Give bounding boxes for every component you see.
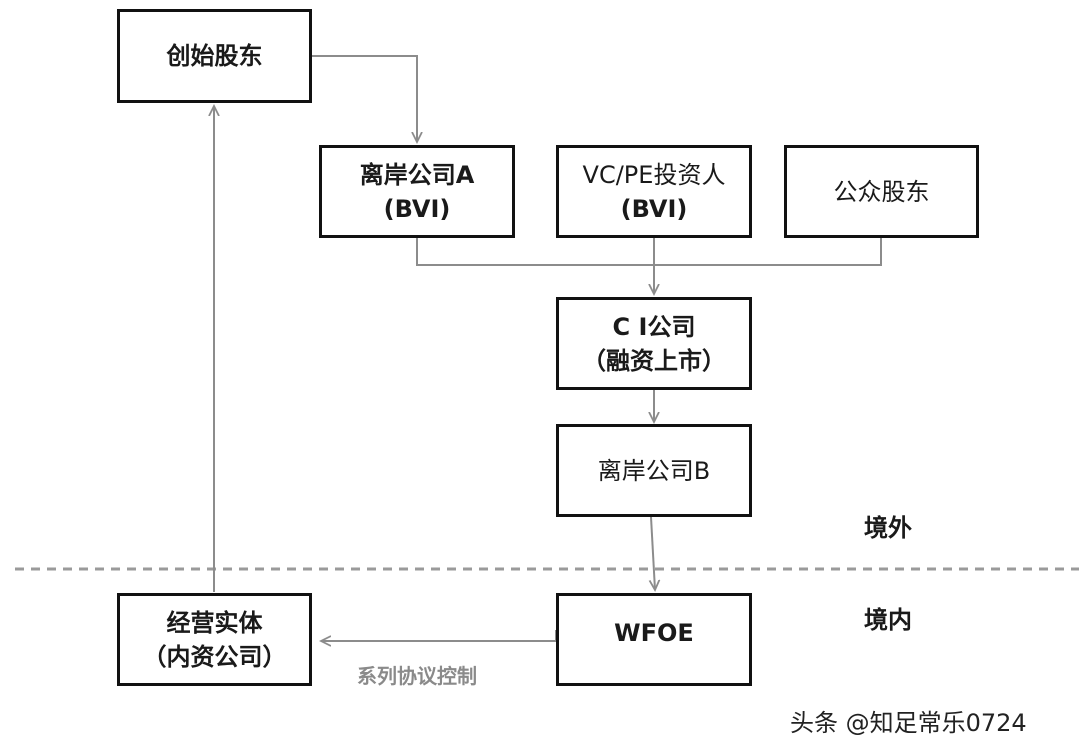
- node-founders: 创始股东: [117, 9, 312, 103]
- node-operating-entity: 经营实体 （内资公司）: [117, 593, 312, 686]
- node-ci-company: C I公司 （融资上市）: [556, 297, 752, 390]
- node-offshore-a-line2: (BVI): [383, 194, 451, 223]
- edge-label-contract-control: 系列协议控制: [357, 664, 477, 688]
- node-public-shareholders-label: 公众股东: [833, 177, 930, 206]
- node-public-shareholders: 公众股东: [784, 145, 979, 238]
- node-offshore-a: 离岸公司A (BVI): [319, 145, 515, 238]
- node-vc-pe: VC/PE投资人 (BVI): [556, 145, 752, 238]
- node-wfoe-label: WFOE: [614, 619, 694, 647]
- node-operating-entity-line2: （内资公司）: [142, 642, 287, 671]
- node-vc-pe-line1: VC/PE投资人: [582, 160, 726, 189]
- watermark-text: 头条 @知足常乐0724: [790, 709, 1027, 737]
- node-vc-pe-line2: (BVI): [620, 194, 688, 223]
- edge-offshore-b-to-wfoe: [651, 516, 655, 590]
- node-offshore-a-line1: 离岸公司A: [359, 160, 475, 189]
- node-operating-entity-line1: 经营实体: [166, 608, 263, 637]
- node-ci-company-line2: （融资上市）: [582, 346, 726, 375]
- node-offshore-b: 离岸公司B: [556, 424, 752, 517]
- node-offshore-b-label: 离岸公司B: [597, 456, 711, 485]
- node-ci-company-line1: C I公司: [612, 312, 696, 341]
- edge-offshore-a-merge: [416, 238, 882, 266]
- region-label-offshore: 境外: [864, 514, 912, 542]
- edge-wfoe-to-operating: [321, 630, 557, 641]
- region-label-domestic: 境内: [864, 606, 912, 634]
- node-wfoe: WFOE: [556, 593, 752, 686]
- edge-founders-to-offshore-a: [312, 55, 417, 142]
- node-founders-label: 创始股东: [166, 42, 263, 70]
